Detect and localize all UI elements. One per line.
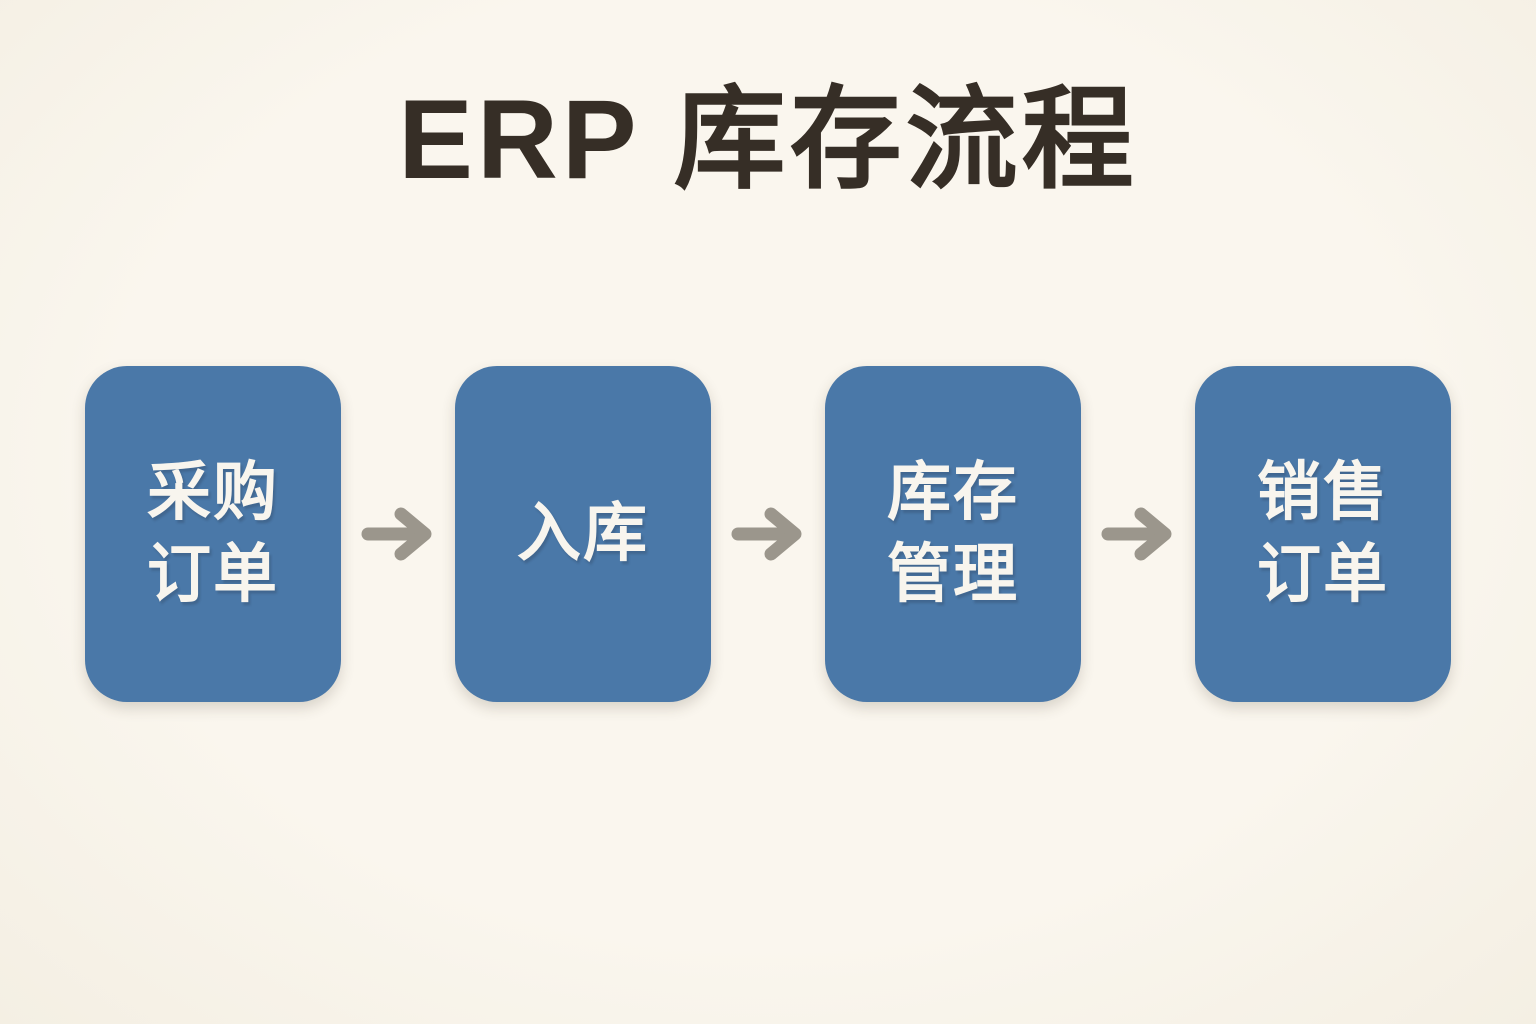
flow-step-inventory-management: 库存 管理 <box>825 366 1081 702</box>
flow-step-sales-order: 销售 订单 <box>1195 366 1451 702</box>
flow-connector <box>711 366 825 702</box>
flow-step-label: 入库 <box>517 497 649 570</box>
flow-step-stock-in: 入库 <box>455 366 711 702</box>
page-title: ERP 库存流程 <box>398 77 1138 202</box>
arrow-right-icon <box>361 507 432 561</box>
flow-connector <box>1081 366 1195 702</box>
flow-connector <box>341 366 455 702</box>
flow-step-label: 销售 订单 <box>1257 456 1389 610</box>
flow-step-label: 库存 管理 <box>887 456 1019 610</box>
flow-step-label: 采购 订单 <box>147 456 279 610</box>
arrow-right-icon <box>1101 507 1172 561</box>
flow-row: 采购 订单 入库 库存 管理 销售 订单 <box>0 366 1536 702</box>
flow-step-purchase-order: 采购 订单 <box>85 366 341 702</box>
arrow-right-icon <box>731 507 802 561</box>
